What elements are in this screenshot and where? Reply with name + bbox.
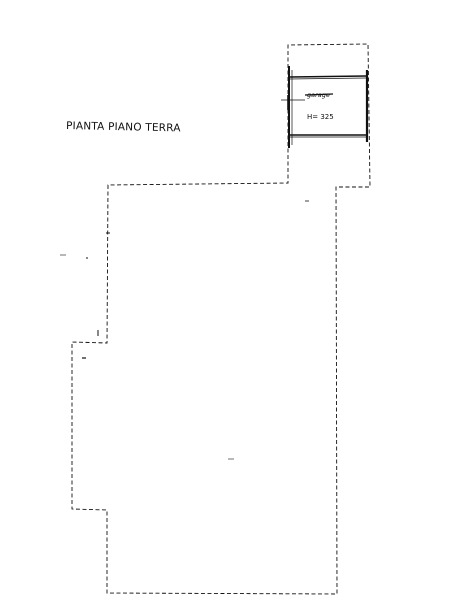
plan-title: PIANTA PIANO TERRA	[66, 120, 181, 134]
main-building-outline	[71, 43, 371, 595]
room-height-label: H= 325	[307, 113, 334, 121]
garage-room	[281, 66, 369, 148]
label-strike	[304, 93, 334, 96]
